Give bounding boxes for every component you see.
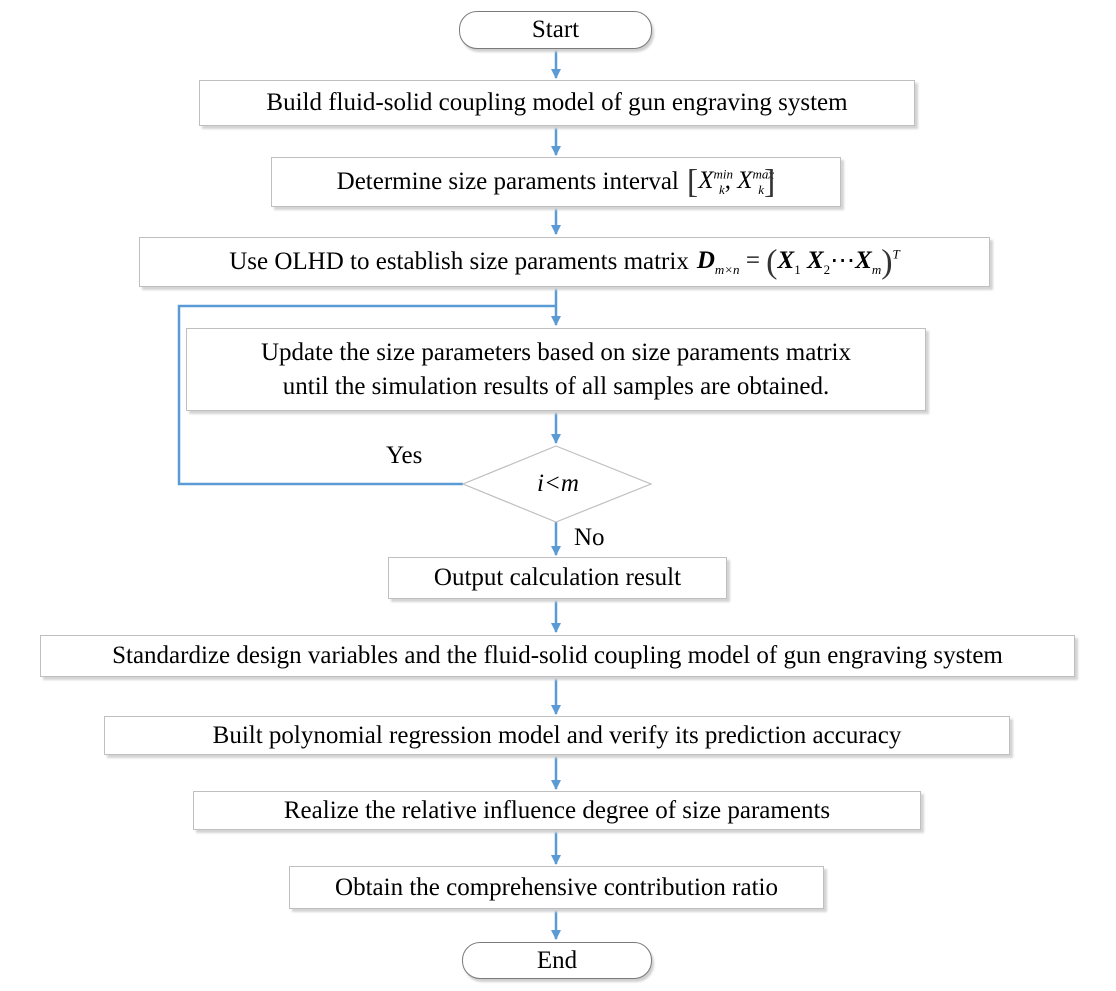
- end-label: End: [536, 946, 578, 974]
- step-update-line1: Update the size parameters based on size…: [260, 338, 852, 366]
- no-label: No: [574, 524, 605, 551]
- step-contribution-ratio-text: Obtain the comprehensive contribution ra…: [335, 873, 778, 901]
- step-standardize-text: Standardize design variables and the flu…: [112, 642, 1003, 669]
- interval-expression: [Xmink, Xmaxk]: [686, 163, 776, 201]
- matrix-expression: Dm×n = (X1 X2⋯Xm)T: [696, 243, 900, 281]
- yes-label: Yes: [386, 442, 423, 469]
- step-influence-degree-text: Realize the relative influence degree of…: [283, 796, 831, 824]
- step-output-result: Output calculation result: [388, 557, 727, 599]
- step-polynomial-model: Built polynomial regression model and ve…: [104, 716, 1010, 755]
- decision-condition: i<m: [537, 470, 579, 497]
- step-update-parameters: Update the size parameters based on size…: [186, 328, 926, 411]
- step-determine-interval-text: Determine size paraments interval: [336, 168, 679, 195]
- step-establish-matrix-text: Use OLHD to establish size paraments mat…: [229, 248, 689, 275]
- start-label: Start: [531, 16, 580, 43]
- step-output-result-text: Output calculation result: [433, 564, 682, 591]
- step-update-line2: until the simulation results of all samp…: [282, 372, 830, 400]
- step-influence-degree: Realize the relative influence degree of…: [193, 791, 921, 830]
- step-polynomial-model-text: Built polynomial regression model and ve…: [212, 721, 902, 749]
- loop-back-yes-path: [177, 304, 556, 486]
- step-build-model-text: Build fluid-solid coupling model of gun …: [266, 89, 848, 116]
- step-establish-matrix: Use OLHD to establish size paraments mat…: [139, 237, 990, 287]
- step-contribution-ratio: Obtain the comprehensive contribution ra…: [289, 866, 824, 909]
- step-build-model: Build fluid-solid coupling model of gun …: [199, 80, 915, 126]
- step-standardize: Standardize design variables and the flu…: [40, 635, 1075, 677]
- step-determine-interval: Determine size paraments interval [Xmink…: [271, 157, 841, 207]
- end-terminal: End: [462, 942, 652, 979]
- start-terminal: Start: [459, 11, 652, 49]
- decision-diamond: [461, 445, 653, 523]
